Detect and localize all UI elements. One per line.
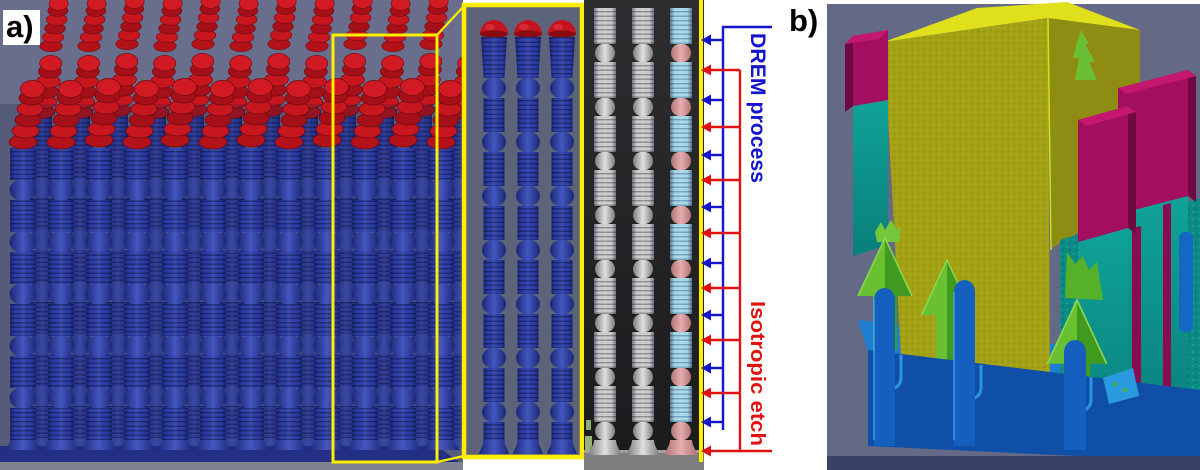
- highlight-rectangle: [331, 33, 439, 464]
- base-fin: [1064, 340, 1086, 450]
- blue-base: [868, 232, 1200, 462]
- base-fin: [874, 288, 895, 446]
- base-fin: [1179, 232, 1193, 332]
- drem-bracket: [701, 25, 772, 430]
- panel-b-label: b): [787, 4, 823, 39]
- base-fin: [954, 280, 975, 446]
- nanostructure-render: [827, 2, 1200, 470]
- panel-a-label: a): [3, 10, 40, 45]
- base-light-patch: [1103, 368, 1139, 404]
- zoom-connector-top: [436, 5, 465, 36]
- zoom-connector-bottom: [436, 454, 465, 464]
- green-arrows: [857, 220, 1108, 425]
- sem-divider-line: [699, 0, 703, 462]
- magenta-strip: [1163, 203, 1171, 422]
- zoom-inset: [461, 2, 585, 460]
- block-corner-highlight: [1047, 17, 1052, 251]
- isotropic-label: Isotropic etch: [746, 301, 768, 446]
- panel-a-figure: DREM process Isotropic etch: [0, 0, 772, 470]
- isotropic-bracket: [701, 64, 772, 457]
- render-bottom-shadow: [827, 456, 1200, 470]
- green-fuzz-top: [1073, 30, 1097, 80]
- panel-b-figure: [827, 2, 1200, 470]
- magenta-fin-left: [845, 30, 888, 256]
- drem-label: DREM process: [746, 33, 769, 183]
- substrate: [0, 446, 459, 462]
- sem-image: [584, 0, 704, 470]
- pillar-array-render: [0, 0, 463, 470]
